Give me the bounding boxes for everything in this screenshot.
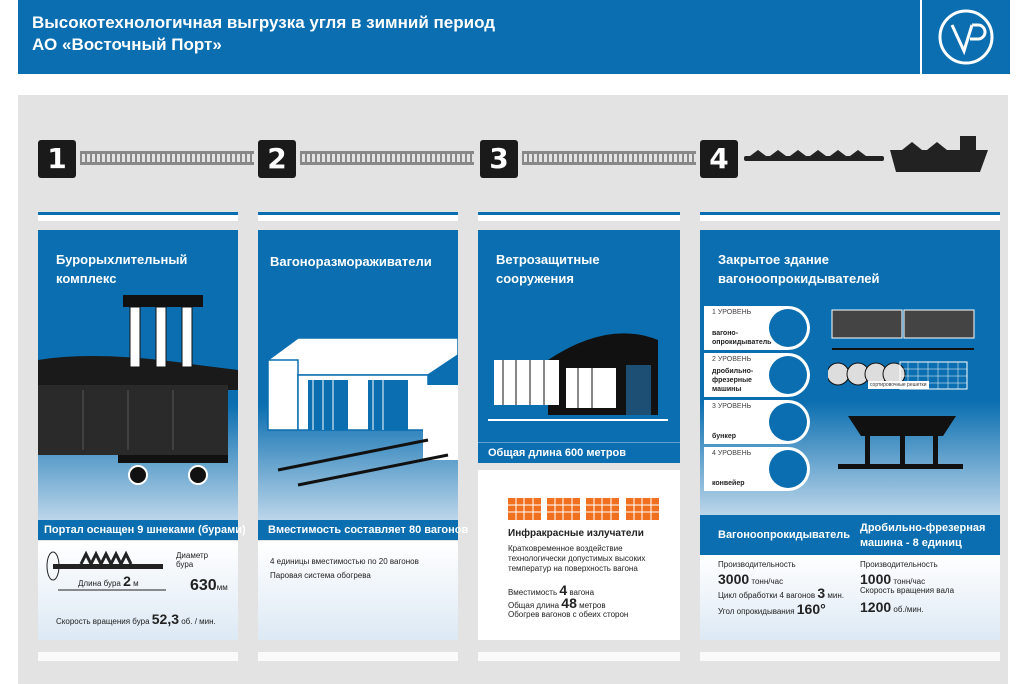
windbreak-illustration xyxy=(488,333,668,421)
column-1-details: Длина бура 2 м Диаметр бура 630мм Скорос… xyxy=(38,541,238,640)
level-number: 1 УРОВЕНЬ xyxy=(712,309,752,316)
level-name: дробильно-фрезерные машины xyxy=(712,368,754,393)
dumper-perf-label: Производительность xyxy=(718,560,796,569)
column-4-details: Производительность 3000 тонн/час Цикл об… xyxy=(700,555,1000,640)
step-2: 2 xyxy=(258,140,296,178)
level-1: 1 УРОВЕНЬ вагоно-опрокидыватель xyxy=(704,306,810,350)
sorting-grid-label: сортировочные решетки xyxy=(868,381,929,389)
crusher-icon xyxy=(769,356,807,394)
angle-value: 160° xyxy=(796,601,826,617)
crusher-title: Дробильно-фрезерная машина - 8 единиц xyxy=(860,522,986,549)
divider xyxy=(700,212,1000,221)
bunker-icon xyxy=(769,403,807,441)
diameter-label: Диаметр бура xyxy=(176,551,209,569)
shaft-speed-value: 1200 xyxy=(860,599,892,615)
rail-track xyxy=(80,151,254,165)
rail-track xyxy=(522,151,696,165)
level-name: вагоно-опрокидыватель xyxy=(712,330,772,346)
length-value: 48 xyxy=(561,595,577,611)
step-1: 1 xyxy=(38,140,76,178)
column-3-title: Ветрозащитные сооружения xyxy=(496,252,600,286)
company-logo xyxy=(922,0,1010,74)
level-name: бункер xyxy=(712,433,737,440)
column-4-bar: Вагоноопрокидыватель Дробильно-фрезерная… xyxy=(700,515,1000,555)
dumper-title: Вагоноопрокидыватель xyxy=(718,529,851,541)
level-2: 2 УРОВЕНЬ дробильно-фрезерные машины xyxy=(704,353,810,397)
level-number: 3 УРОВЕНЬ xyxy=(712,403,752,410)
rail-track xyxy=(300,151,474,165)
infrared-heaters-icon xyxy=(508,498,660,520)
column-4-title: Закрытое здание вагоноопрокидывателей xyxy=(718,252,880,286)
divider xyxy=(38,652,238,661)
crusher-perf-value: 1000 xyxy=(860,571,892,587)
level-3: 3 УРОВЕНЬ бункер xyxy=(704,400,810,444)
divider xyxy=(478,212,680,221)
level-name: конвейер xyxy=(712,480,745,487)
diameter-value: 630 xyxy=(190,577,217,594)
length-label: Длина бура xyxy=(78,579,121,588)
column-3-bar: Общая длина 600 метров xyxy=(478,442,680,463)
car-dumper-icon xyxy=(769,309,807,347)
conveyor-ship-icon xyxy=(744,136,988,172)
header: Высокотехнологичная выгрузка угля в зимн… xyxy=(18,0,920,74)
length-unit: м xyxy=(133,579,139,588)
heating-note: Обогрев вагонов с обеих сторон xyxy=(508,610,629,619)
cycle-label: Цикл обработки 4 вагонов xyxy=(718,591,816,600)
shaft-speed-label: Скорость вращения вала xyxy=(860,586,955,595)
crusher-perf-label: Производительность xyxy=(860,560,938,569)
speed-label: Скорость вращения бура xyxy=(56,617,150,626)
level-number: 4 УРОВЕНЬ xyxy=(712,450,752,457)
level-number: 2 УРОВЕНЬ xyxy=(712,356,752,363)
dumper-perf-value: 3000 xyxy=(718,571,750,587)
column-3-details: Инфракрасные излучатели Кратковременное … xyxy=(478,470,680,640)
thawing-hangar-illustration xyxy=(266,337,458,487)
detail-line: Паровая система обогрева xyxy=(270,571,371,580)
length-value: 2 xyxy=(123,573,131,589)
conveyor-icon xyxy=(769,450,807,488)
capacity-value: 4 xyxy=(559,582,568,598)
step-3: 3 xyxy=(480,140,518,178)
speed-value: 52,3 xyxy=(151,611,179,627)
length-label: Общая длина xyxy=(508,601,560,610)
title-line2: АО «Восточный Порт» xyxy=(32,35,222,54)
step-4: 4 xyxy=(700,140,738,178)
divider xyxy=(700,652,1000,661)
angle-label: Угол опрокидывания xyxy=(718,607,795,616)
divider xyxy=(258,212,458,221)
dumper-perf-unit: тонн/час xyxy=(751,577,784,586)
drill-complex-illustration xyxy=(38,295,238,485)
dumper-building-illustration xyxy=(828,309,975,469)
capacity-unit: вагона xyxy=(569,588,595,597)
crusher-perf-unit: тонн/час xyxy=(893,577,926,586)
column-2-details: 4 единицы вместимостью по 20 вагонов Пар… xyxy=(258,541,458,640)
shaft-speed-unit: об./мин. xyxy=(893,605,924,614)
drill-icon xyxy=(46,550,166,591)
divider xyxy=(478,652,680,661)
column-2-bar: Вместимость составляет 80 вагонов xyxy=(258,520,468,540)
divider xyxy=(38,212,238,221)
detail-line: 4 единицы вместимостью по 20 вагонов xyxy=(270,557,419,566)
ir-description: Кратковременное воздействие технологичес… xyxy=(508,544,646,573)
column-2-title: Вагоноразмораживатели xyxy=(270,254,432,269)
level-4: 4 УРОВЕНЬ конвейер xyxy=(704,447,810,491)
cycle-unit: мин. xyxy=(827,591,844,600)
diameter-unit: мм xyxy=(216,583,228,592)
length-unit: метров xyxy=(579,601,606,610)
column-1-title: Бурорыхлительный комплекс xyxy=(56,252,188,286)
ir-title: Инфракрасные излучатели xyxy=(508,528,644,539)
title-line1: Высокотехнологичная выгрузка угля в зимн… xyxy=(32,13,496,32)
column-1-bar: Портал оснащен 9 шнеками (бурами) xyxy=(38,520,246,540)
speed-unit: об. / мин. xyxy=(181,617,216,626)
capacity-label: Вместимость xyxy=(508,588,558,597)
divider xyxy=(258,652,458,661)
cycle-value: 3 xyxy=(817,585,826,601)
